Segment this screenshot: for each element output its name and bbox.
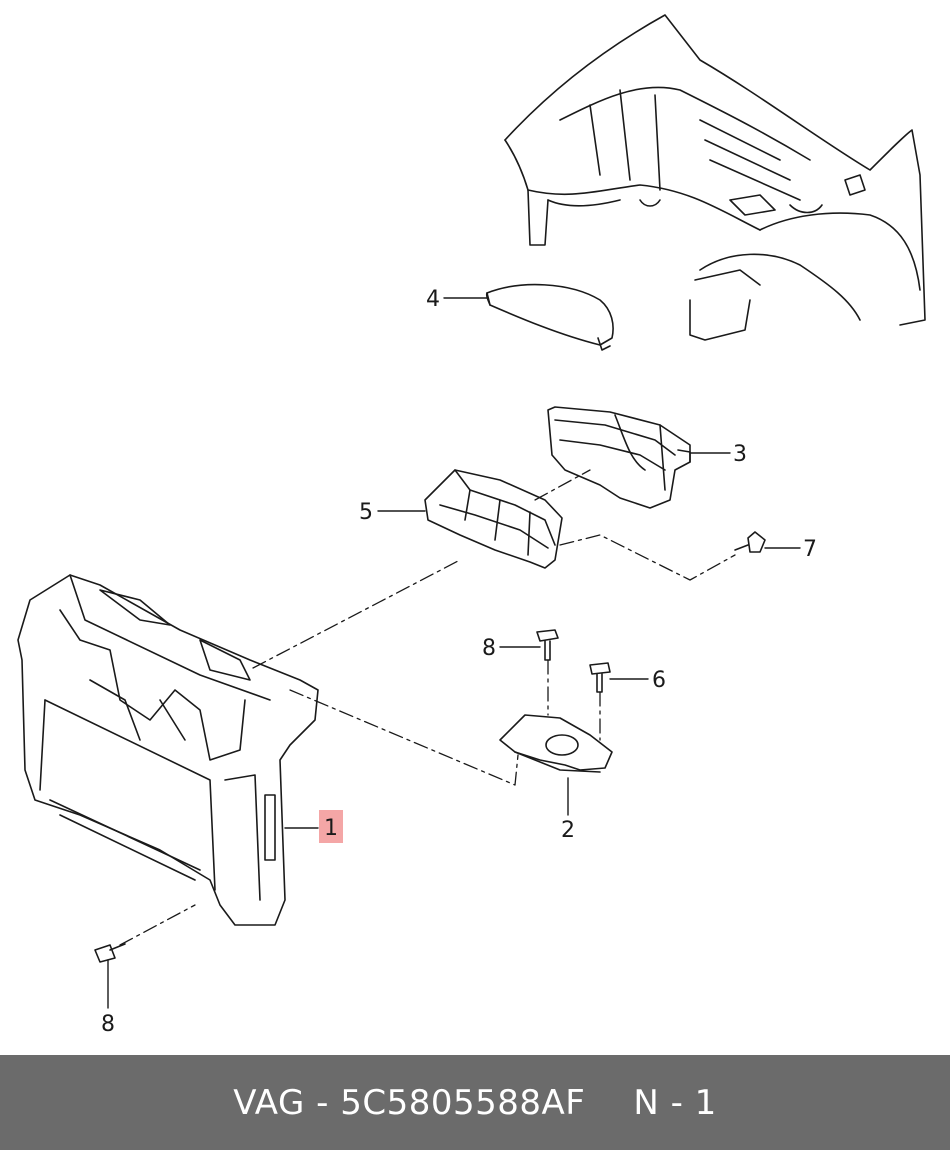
callout-labels: 1 2 3 4 5 6 7 8 8	[101, 287, 817, 1037]
parts-diagram-svg: 1 2 3 4 5 6 7 8 8	[17, 14, 926, 1037]
bolt-8-lower	[94, 943, 126, 963]
callout-8-upper: 8	[482, 636, 496, 661]
brand-label: VAG	[233, 1082, 305, 1123]
bolt-8-upper	[536, 629, 559, 661]
part-1-lock-carrier	[17, 574, 319, 926]
leader-lines	[107, 297, 801, 1009]
callout-4: 4	[426, 287, 440, 312]
part-number: 5C5805588AF	[340, 1082, 586, 1123]
callout-1-highlight	[319, 810, 343, 843]
callout-7: 7	[803, 537, 817, 562]
car-body-front-end	[504, 14, 926, 341]
bolt-7	[734, 531, 766, 553]
position-label: N - 1	[633, 1082, 717, 1123]
callout-3: 3	[733, 442, 747, 467]
bolt-6	[589, 662, 611, 693]
callout-2: 2	[561, 818, 575, 843]
part-4-cover	[485, 283, 614, 351]
separator: -	[304, 1082, 341, 1123]
callout-5: 5	[359, 500, 373, 525]
part-5-air-duct	[424, 469, 563, 569]
part-info-footer: VAG - 5C5805588AF N - 1	[0, 1055, 950, 1150]
callout-1: 1	[324, 816, 338, 841]
part-3-air-guide	[547, 406, 691, 509]
part-2-bracket	[499, 714, 613, 773]
callout-8-lower: 8	[101, 1012, 115, 1037]
parts-diagram: 1 2 3 4 5 6 7 8 8	[17, 14, 926, 1037]
callout-6: 6	[652, 668, 666, 693]
assembly-lines	[119, 469, 736, 946]
